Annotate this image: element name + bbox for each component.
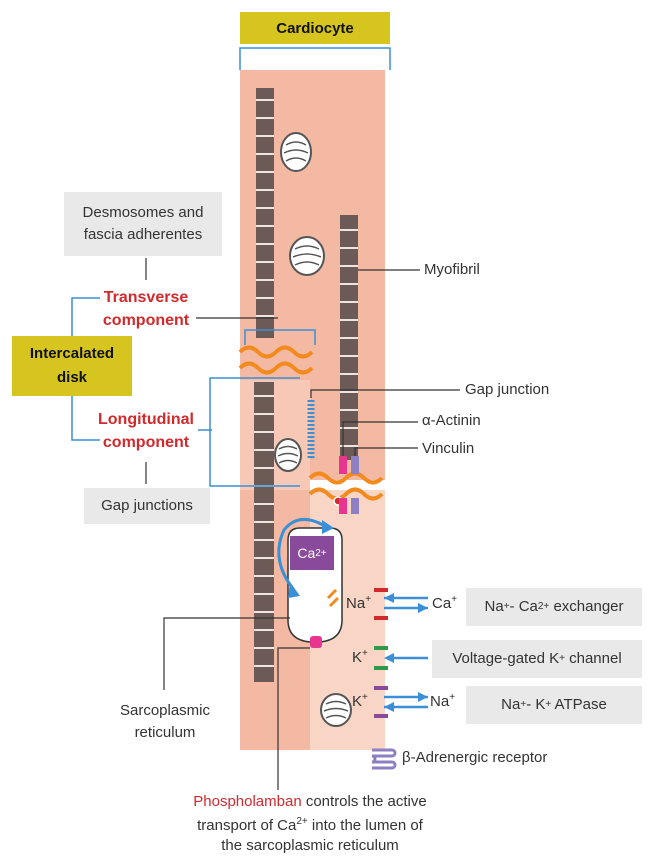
- desmosomes-box: Desmosomes and fascia adherentes: [64, 192, 222, 256]
- exchanger-a-sup: +: [503, 601, 510, 612]
- gap-junction-label: Gap junction: [465, 381, 550, 398]
- k-in2-sup: +: [362, 692, 368, 703]
- arrow-head: [288, 582, 300, 598]
- exchanger-b: - Ca: [509, 598, 538, 615]
- caption-part2-sup: 2+: [296, 816, 308, 827]
- arrow-head: [384, 653, 394, 663]
- kchannel-a-sup: +: [559, 653, 565, 664]
- phospholamban-marker: [310, 636, 322, 648]
- sarcoplasm-light: [240, 380, 310, 490]
- k-inside-label-1: K+: [352, 648, 368, 666]
- arrow-head: [322, 520, 334, 534]
- intercalated-line2: disk: [56, 369, 87, 386]
- ca-inside-label: Ca: [297, 545, 316, 561]
- atpase-b-sup: +: [545, 699, 552, 710]
- kchannel-a: Voltage-gated K: [452, 650, 560, 667]
- sarcoplasmic-reticulum-label: Sarcoplasmic reticulum: [110, 700, 220, 744]
- beta-receptor-label: β-Adrenergic receptor: [402, 749, 548, 766]
- actinin-marker-lower: [339, 498, 347, 514]
- beta-receptor-icon: [371, 748, 397, 770]
- gap-junctions-label: Gap junctions: [101, 497, 193, 514]
- actinin-label: α-Actinin: [422, 412, 481, 429]
- k-in2-text: K: [352, 693, 363, 710]
- desmosomes-line2: fascia adherentes: [83, 226, 203, 243]
- arrow-head: [384, 593, 394, 603]
- leader-lines: [145, 258, 460, 790]
- exchanger-a: Na: [484, 598, 504, 615]
- cardiocyte-title: Cardiocyte: [240, 12, 390, 44]
- na-out-text: Na: [430, 693, 450, 710]
- sr-pump: [326, 588, 338, 600]
- phospholamban-caption: Phospholamban controls the active transp…: [100, 792, 520, 856]
- arrow-head: [418, 692, 428, 702]
- myofibril-label: Myofibril: [424, 261, 480, 278]
- atpase-box: Na+- K+ ATPase: [466, 686, 642, 724]
- k-in1-sup: +: [362, 648, 368, 659]
- longitudinal-line2: component: [102, 434, 190, 451]
- caption-part1: controls the active: [301, 793, 427, 810]
- atpase-b: - K: [526, 696, 546, 713]
- ca-inside-sup: 2+: [315, 547, 327, 559]
- myofibril-left-upper: [256, 88, 274, 338]
- myofibril-right: [340, 215, 358, 460]
- k-in1-text: K: [352, 649, 363, 666]
- vinculin-marker: [351, 456, 359, 474]
- vinculin-marker-lower: [351, 498, 359, 514]
- na-outside-label: Na+: [430, 692, 455, 710]
- caption-part3: the sarcoplasmic reticulum: [221, 837, 399, 854]
- sr-pump: [328, 596, 340, 608]
- desmosomes-line1: Desmosomes and: [82, 204, 204, 221]
- exchanger-c: exchanger: [549, 598, 624, 615]
- longitudinal-component-label: Longitudinal component: [86, 408, 206, 454]
- atpase-a: Na: [501, 696, 521, 713]
- caption-part2a: transport of Ca: [197, 817, 297, 834]
- intercalated-disk-box: Intercalated disk: [12, 336, 132, 396]
- transverse-membrane: [238, 345, 314, 375]
- ca-out-sup: +: [451, 594, 458, 605]
- k-channel-marker: [374, 666, 388, 670]
- k-channel-box: Voltage-gated K+ channel: [432, 640, 642, 678]
- sarcoplasmic-line1: Sarcoplasmic: [119, 702, 211, 719]
- exchanger-b-sup: 2+: [537, 601, 550, 612]
- ca-cycle-arrow: [277, 518, 329, 591]
- gap-junctions-box: Gap junctions: [84, 488, 210, 524]
- atpase-c: ATPase: [551, 696, 607, 713]
- ca-outside-label: Ca+: [432, 594, 457, 612]
- na-inside-label: Na+: [346, 594, 371, 612]
- actinin-marker: [339, 456, 347, 474]
- k-channel-marker: [374, 646, 388, 650]
- mitochondrion-icon: [274, 438, 302, 472]
- arrow-head: [418, 603, 428, 613]
- k-inside-label-2: K+: [352, 692, 368, 710]
- kchannel-b: channel: [564, 650, 622, 667]
- na-in-text: Na: [346, 595, 366, 612]
- mitochondrion-icon: [280, 132, 312, 172]
- transverse-line1: Transverse: [103, 289, 189, 306]
- mitochondrion-icon: [320, 693, 352, 727]
- cardiocyte-bracket: [239, 47, 391, 70]
- exchanger-marker: [374, 588, 388, 592]
- na-in-sup: +: [365, 594, 372, 605]
- arrow-head: [384, 702, 394, 712]
- exchanger-marker: [374, 616, 388, 620]
- transverse-line2: component: [102, 312, 190, 329]
- myofibril-left-lower: [254, 382, 274, 682]
- transverse-component-label: Transverse component: [90, 286, 202, 332]
- caption-part2b: into the lumen of: [307, 817, 423, 834]
- atpase-a-sup: +: [520, 699, 527, 710]
- na-out-sup: +: [449, 692, 456, 703]
- mitochondrion-icon: [289, 236, 325, 276]
- atpase-marker: [374, 714, 388, 718]
- ca-out-text: Ca: [432, 595, 452, 612]
- intercalated-line1: Intercalated: [29, 345, 115, 362]
- longitudinal-line1: Longitudinal: [98, 411, 194, 428]
- vinculin-label: Vinculin: [422, 440, 475, 457]
- phospholamban-highlight: Phospholamban: [193, 793, 302, 810]
- sarcoplasmic-line2: reticulum: [134, 724, 196, 741]
- atpase-marker: [374, 686, 388, 690]
- transverse-membrane-lower: [308, 471, 384, 501]
